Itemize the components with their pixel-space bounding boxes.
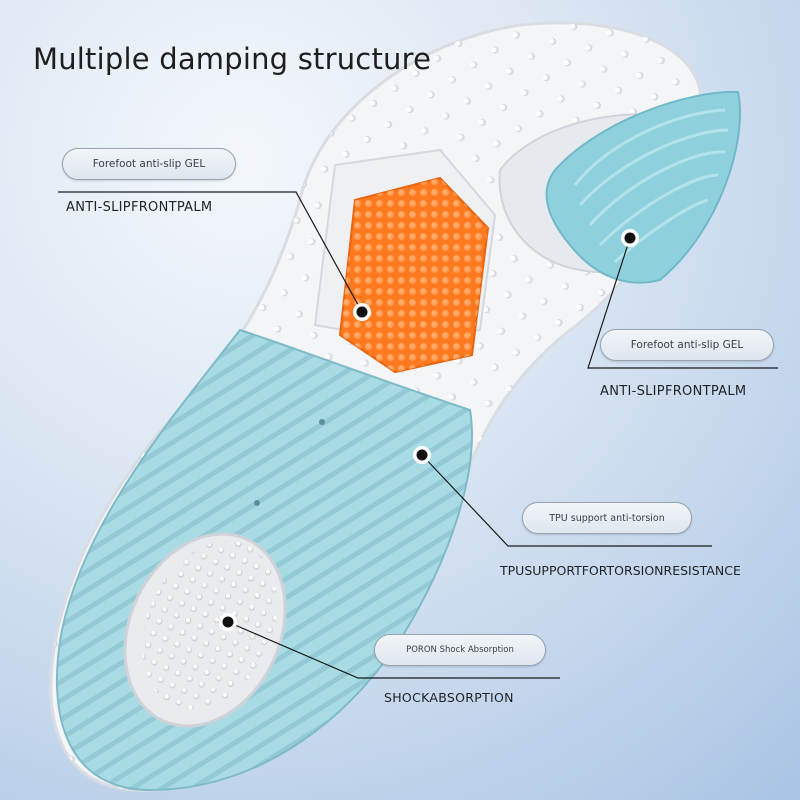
page-title: Multiple damping structure (33, 42, 432, 76)
callout-lines (58, 191, 778, 679)
callout-caption-anti-slip-right: ANTI-SLIPFRONTPALM (600, 384, 747, 399)
callout-pill-forefoot-gel-right: Forefoot anti-slip GEL (600, 329, 774, 361)
callout-caption-tpu-support: TPUSUPPORTFORTORSIONRESISTANCE (500, 563, 741, 578)
arch-gel-insert (545, 90, 741, 284)
callout-dot-icon (353, 303, 371, 321)
callout-dot-icon (219, 613, 237, 631)
callout-pill-poron: PORON Shock Absorption (374, 634, 546, 666)
callout-pill-forefoot-gel: Forefoot anti-slip GEL (62, 148, 236, 180)
callout-dot-icon (413, 446, 431, 464)
callout-pill-tpu-support: TPU support anti-torsion (522, 502, 692, 534)
callout-caption-anti-slip: ANTI-SLIPFRONTPALM (66, 200, 213, 215)
callout-dot-icon (621, 229, 639, 247)
poron-heel-pad (123, 532, 287, 728)
callout-caption-shock-absorption: SHOCKABSORPTION (384, 690, 514, 705)
